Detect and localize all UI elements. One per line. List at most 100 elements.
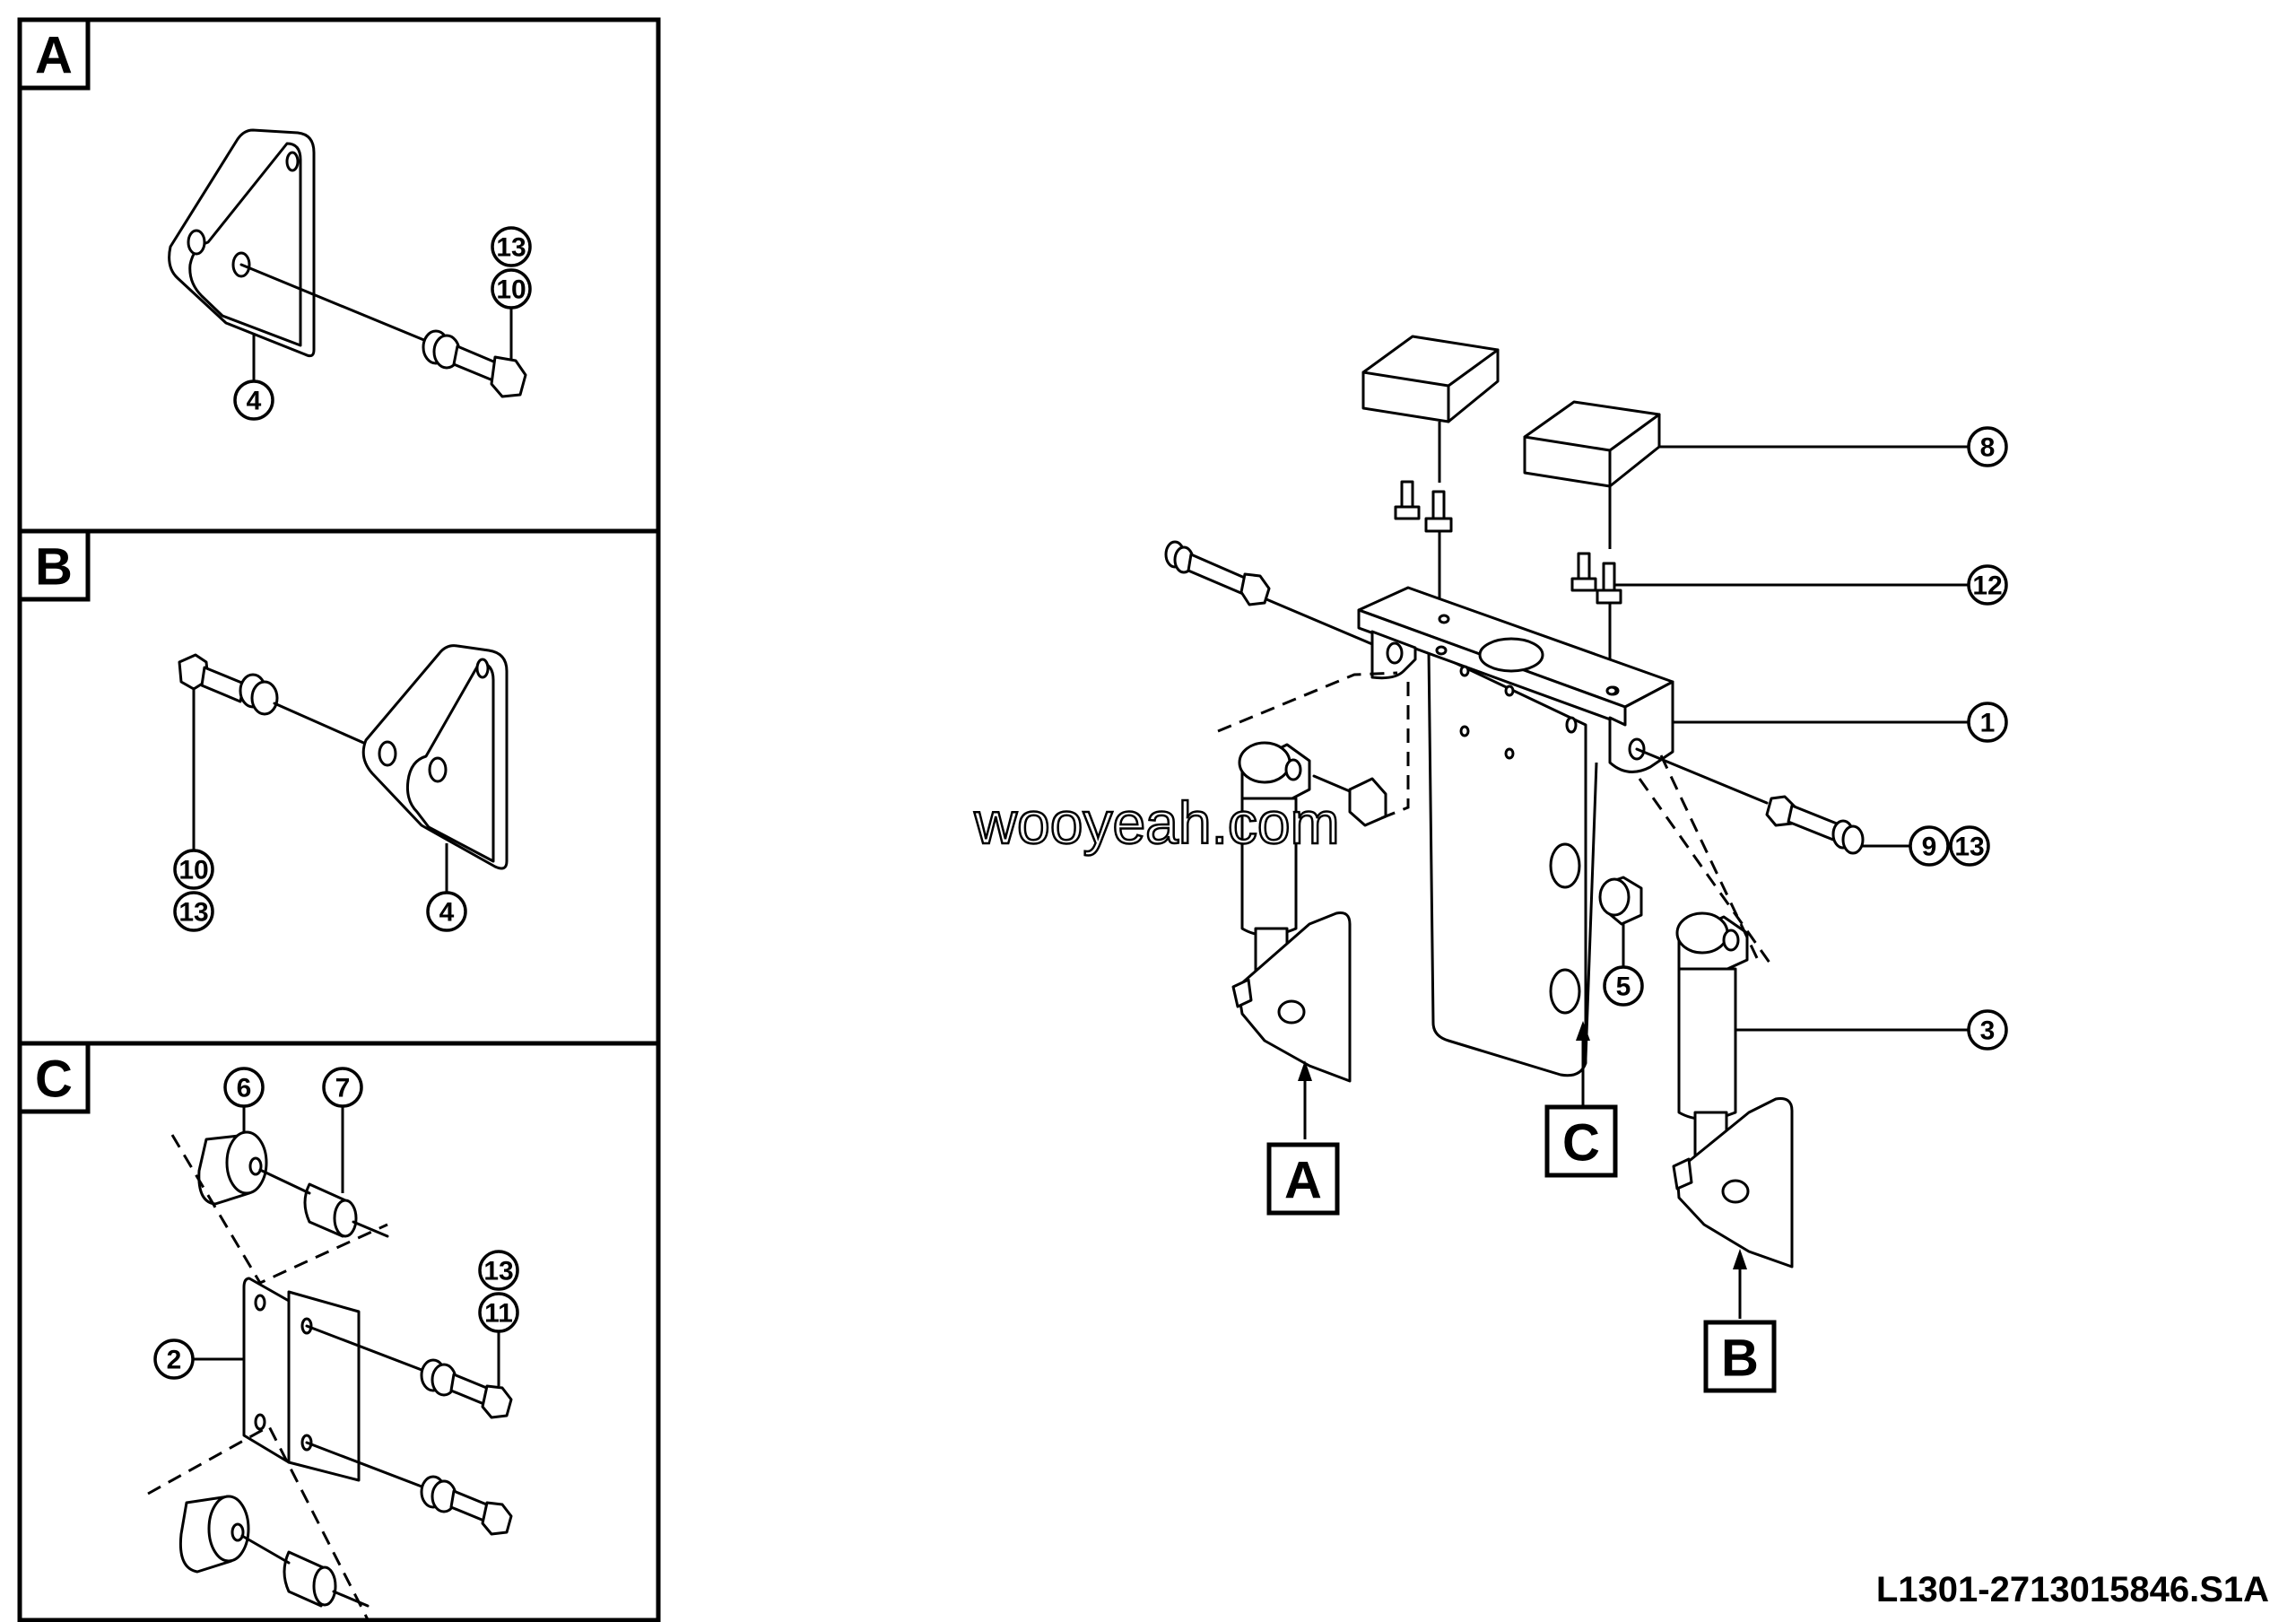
frame-hole [1565, 716, 1578, 734]
assembly-axis-line [352, 1220, 389, 1238]
detail-panel-b: B 10 13 4 [17, 528, 661, 1046]
alignment-guide [1638, 778, 1776, 970]
assembly-axis-line [258, 1168, 311, 1195]
arrowhead [1733, 1249, 1747, 1269]
nut-13 [420, 1475, 457, 1513]
callout-13[interactable]: 13 [173, 891, 214, 932]
bolt-10 [452, 344, 527, 398]
frame-hole [1549, 842, 1581, 889]
alignment-guide [1380, 682, 1410, 820]
svg-text:C: C [1562, 1114, 1600, 1173]
callout-9[interactable]: 9 [1909, 825, 1950, 867]
callout-10[interactable]: 10 [491, 268, 532, 310]
arrowhead [1576, 1021, 1590, 1041]
frame-hole [1504, 685, 1515, 697]
bracket-2-back-plate [242, 1277, 291, 1464]
svg-text:10: 10 [178, 856, 208, 885]
frame-right-flange [1608, 680, 1674, 773]
alignment-guide [1659, 754, 1760, 961]
svg-text:11: 11 [484, 1299, 513, 1329]
frame-hole [1459, 665, 1470, 677]
svg-text:B: B [35, 538, 73, 597]
panel-a-label: A [17, 17, 91, 91]
bracket-hole [428, 756, 448, 783]
screw-12 [1596, 562, 1622, 605]
bracket-hole [285, 151, 300, 172]
pad-8-left [1361, 335, 1500, 423]
screw-12 [1394, 480, 1421, 520]
callout-13[interactable]: 13 [491, 226, 532, 267]
callout-6[interactable]: 6 [223, 1067, 265, 1108]
arrowhead [1298, 1060, 1312, 1081]
frame-hole [1386, 641, 1404, 665]
screw-12 [1570, 552, 1597, 592]
svg-text:3: 3 [1980, 1016, 1996, 1046]
screw-12 [1424, 490, 1453, 533]
frame-hole [1459, 725, 1470, 737]
spacer-sleeve-7 [303, 1182, 358, 1238]
svg-text:13: 13 [1954, 833, 1984, 862]
svg-text:5: 5 [1616, 972, 1631, 1002]
watermark: wooyeah.com [973, 789, 1339, 856]
svg-text:12: 12 [1972, 571, 2002, 601]
svg-text:4: 4 [247, 387, 262, 416]
frame-edge [1584, 762, 1598, 1060]
detail-panel-c: C [17, 1041, 661, 1622]
svg-text:13: 13 [178, 898, 208, 928]
callout-4[interactable]: 4 [233, 379, 274, 421]
callout-13[interactable]: 13 [478, 1250, 519, 1291]
svg-text:1: 1 [1980, 709, 1996, 738]
panel-c-frame [17, 1041, 661, 1622]
svg-text:B: B [1721, 1330, 1759, 1388]
callout-7[interactable]: 7 [322, 1067, 363, 1108]
assembly-axis-line [332, 1590, 370, 1608]
callout-1[interactable]: 1 [1967, 702, 2008, 743]
frame-center-hole [1478, 637, 1544, 673]
svg-text:A: A [35, 27, 73, 85]
frame-hole [1605, 685, 1618, 696]
assembly-axis-line [305, 1441, 430, 1491]
panel-b-label: B [17, 528, 91, 602]
pad-8-right [1523, 400, 1661, 488]
frame-hole [1435, 645, 1448, 656]
assembly-axis-line [1265, 597, 1374, 646]
view-label-b[interactable]: B [1703, 1320, 1777, 1393]
callout-8[interactable]: 8 [1967, 426, 2008, 467]
reference-code: L1301-2713015846.S1A [1876, 1570, 2269, 1609]
bolt-9-right [1765, 795, 1865, 855]
svg-text:8: 8 [1980, 433, 1996, 463]
bushing-5 [1598, 876, 1643, 926]
callout-13[interactable]: 13 [1949, 825, 1990, 867]
svg-text:7: 7 [335, 1074, 351, 1103]
bracket-hole [475, 658, 490, 679]
callout-5[interactable]: 5 [1603, 965, 1644, 1007]
view-label-a[interactable]: A [1266, 1142, 1340, 1216]
alignment-guide [1217, 671, 1398, 733]
bracket-hole [254, 1413, 266, 1431]
rubber-bushing-6 [197, 1130, 268, 1206]
detail-panel-a: A 13 10 4 [17, 17, 661, 534]
svg-text:9: 9 [1922, 833, 1937, 862]
panel-b-frame [17, 528, 661, 1046]
svg-text:C: C [35, 1051, 73, 1109]
assembly-axis-line [239, 263, 432, 344]
panel-c-label: C [17, 1041, 91, 1114]
callout-10[interactable]: 10 [173, 849, 214, 890]
callout-4[interactable]: 4 [426, 891, 467, 932]
bolt-11 [449, 1373, 513, 1419]
spacer-left [1348, 777, 1387, 827]
bracket-hole [254, 1294, 266, 1312]
callout-2[interactable]: 2 [153, 1339, 195, 1380]
bolt-10 [178, 653, 246, 703]
view-label-c[interactable]: C [1544, 1104, 1618, 1178]
damper-3-right [1672, 911, 1794, 1269]
assembly-axis-line [1635, 747, 1769, 805]
callout-11[interactable]: 11 [478, 1292, 519, 1333]
bolt-11 [449, 1489, 513, 1536]
svg-text:10: 10 [496, 275, 526, 305]
svg-text:2: 2 [167, 1346, 182, 1375]
svg-text:A: A [1284, 1152, 1322, 1210]
callout-12[interactable]: 12 [1967, 564, 2008, 606]
callout-3[interactable]: 3 [1967, 1009, 2008, 1051]
spacer-sleeve-7 [283, 1550, 337, 1608]
